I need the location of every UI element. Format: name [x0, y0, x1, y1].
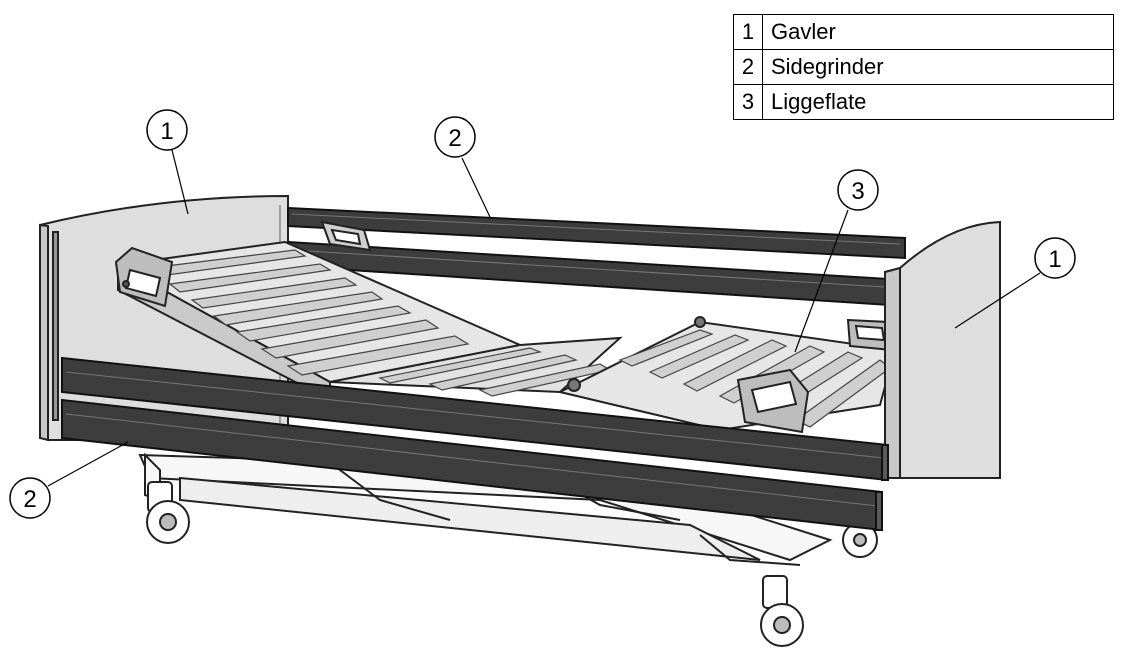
- legend-row: 3 Liggeflate: [733, 84, 1114, 120]
- callout-lying-surface-number: 3: [851, 178, 864, 205]
- callout-footboard-number: 1: [1048, 246, 1061, 273]
- callout-side-rail-bottom: 2: [9, 441, 129, 519]
- side-rail-front: [61, 356, 889, 532]
- callout-footboard: 1: [954, 237, 1076, 329]
- callout-side-rail-top-number: 2: [448, 125, 461, 152]
- back-handle: [320, 220, 372, 252]
- callout-headboard: 1: [146, 109, 189, 215]
- callout-lying-surface: 3: [794, 169, 879, 353]
- caster-front-right: [760, 575, 804, 647]
- footboard: [884, 220, 1001, 479]
- legend-number: 2: [733, 49, 763, 85]
- legend-row: 1 Gavler: [733, 14, 1114, 50]
- legend-label: Sidegrinder: [762, 49, 1114, 85]
- callout-headboard-number: 1: [160, 118, 173, 145]
- callout-side-rail-top: 2: [434, 116, 491, 218]
- legend-table: 1 Gavler 2 Sidegrinder 3 Liggeflate: [733, 14, 1114, 120]
- legend-label: Gavler: [762, 14, 1114, 50]
- legend-number: 3: [733, 84, 763, 120]
- head-handle: [114, 246, 174, 308]
- legend-label: Liggeflate: [762, 84, 1114, 120]
- foot-handle-front: [736, 368, 810, 434]
- lying-surface: [114, 240, 897, 432]
- callout-side-rail-bottom-number: 2: [23, 486, 36, 513]
- caster-front-left: [146, 481, 190, 544]
- legend-row: 2 Sidegrinder: [733, 49, 1114, 85]
- legend-number: 1: [733, 14, 763, 50]
